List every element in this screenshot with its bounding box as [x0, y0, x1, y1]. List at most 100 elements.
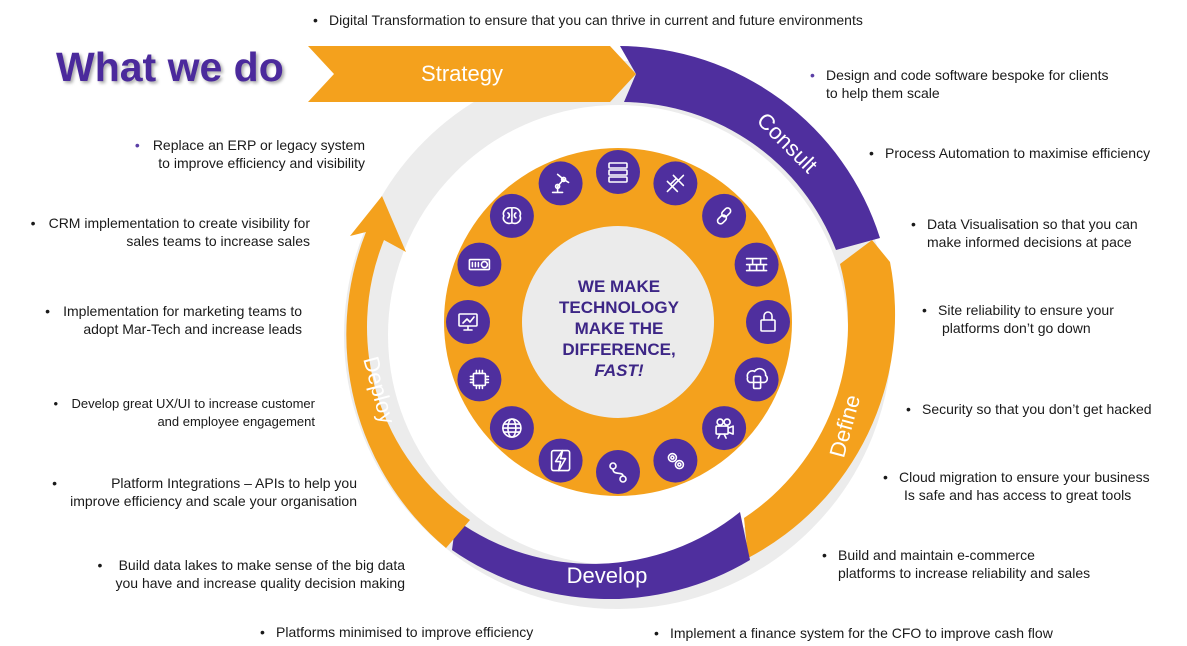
bullet-dot: •	[134, 137, 140, 153]
center-tagline: WE MAKE TECHNOLOGY MAKE THE DIFFERENCE, …	[537, 276, 701, 381]
bullet-dot: •	[883, 469, 888, 485]
bullet-line: adopt Mar-Tech and increase leads	[83, 321, 302, 337]
bullet-dot: •	[922, 302, 927, 318]
bullet-left-3: • Implementation for marketing teams to …	[45, 302, 302, 338]
bullet-left-2: • CRM implementation to create visibilit…	[31, 214, 310, 250]
gears-icon	[653, 438, 698, 483]
bullet-dot: •	[30, 215, 36, 231]
server-icon-background	[596, 150, 640, 194]
monitor-chart-icon-glyph	[462, 316, 475, 331]
brain-icon	[489, 193, 534, 238]
bullet-line: Implementation for marketing teams to	[63, 303, 302, 319]
tagline-line-2: TECHNOLOGY	[559, 298, 679, 317]
bullet-dot: •	[52, 475, 57, 491]
segment-define-arc	[744, 240, 896, 558]
segment-develop-label: Develop	[567, 563, 648, 588]
tagline-emphasis: FAST!	[594, 361, 644, 380]
segment-strategy-label: Strategy	[421, 61, 503, 86]
bullet-bottom-right: • Implement a finance system for the CFO…	[654, 624, 1053, 642]
bullet-left-4: • Develop great UX/UI to increase custom…	[54, 395, 316, 431]
chip-icon-background	[457, 357, 502, 402]
tagline-line-4: DIFFERENCE,	[562, 340, 676, 359]
bullet-dot: •	[260, 624, 265, 640]
bullet-dot: •	[906, 401, 911, 417]
lock-icon-background	[746, 300, 790, 344]
bullet-right-4: • Site reliability to ensure your platfo…	[922, 301, 1114, 337]
server-icon	[596, 150, 640, 194]
segment-strategy-arrow	[308, 46, 636, 102]
server-icon-glyph	[608, 162, 628, 169]
bullet-dot: •	[810, 67, 815, 83]
segment-develop-arc	[452, 512, 750, 600]
bullet-line: Develop great UX/UI to increase customer	[71, 396, 316, 411]
route-icon-background	[596, 450, 640, 494]
firewall-icon-glyph	[745, 257, 768, 272]
lock-icon-glyph	[763, 311, 773, 321]
lightning-icon-background	[538, 438, 583, 483]
brain-icon-glyph	[502, 206, 522, 225]
globe-icon	[489, 406, 534, 451]
bullet-text: Implement a finance system for the CFO t…	[670, 625, 1053, 641]
projector-icon-glyph	[471, 261, 480, 268]
bullet-line: platforms don’t go down	[942, 320, 1091, 336]
cloud-phone-icon-glyph	[746, 367, 769, 384]
dna-icon	[653, 161, 698, 206]
gears-icon-glyph	[677, 462, 682, 467]
bullet-line: Build data lakes to make sense of the bi…	[118, 557, 405, 573]
bullet-dot: •	[654, 625, 659, 641]
bullet-left-5: • Platform Integrations – APIs to help y…	[52, 474, 357, 510]
bullet-right-2: • Process Automation to maximise efficie…	[869, 144, 1150, 162]
bullet-left-1: • Replace an ERP or legacy system to imp…	[135, 136, 365, 172]
bullet-line: Build and maintain e-commerce	[838, 547, 1035, 563]
bullet-line: Data Visualisation so that you can	[927, 216, 1138, 232]
center-circle	[522, 226, 714, 418]
bullet-line: to help them scale	[826, 85, 940, 101]
bullet-line: sales teams to increase sales	[126, 233, 310, 249]
globe-icon-glyph	[502, 423, 522, 433]
monitor-chart-icon-background	[446, 300, 490, 344]
bullet-line: Site reliability to ensure your	[938, 302, 1114, 318]
camera-icon	[702, 406, 747, 451]
monitor-chart-icon	[446, 300, 490, 344]
bullet-right-1: • Design and code software bespoke for c…	[810, 66, 1109, 102]
page-title: What we do	[56, 44, 284, 90]
bullet-dot: •	[822, 547, 827, 563]
bullet-right-3: • Data Visualisation so that you can mak…	[911, 215, 1138, 251]
lightning-icon	[538, 438, 583, 483]
robot-arm-icon-glyph	[560, 176, 567, 183]
bullet-line: you have and increase quality decision m…	[115, 575, 405, 591]
lock-icon-glyph	[760, 319, 776, 332]
bullet-dot: •	[53, 396, 59, 411]
cloud-phone-icon-background	[734, 357, 779, 402]
segment-consult-arc	[620, 46, 880, 250]
route-icon-glyph	[612, 468, 624, 477]
server-icon-glyph	[608, 169, 628, 176]
bullet-line: Cloud migration to ensure your business	[899, 469, 1150, 485]
bullet-line: improve efficiency and scale your organi…	[70, 493, 357, 509]
cloud-phone-icon-glyph	[752, 375, 762, 390]
bullet-dot: •	[313, 12, 318, 28]
lock-icon	[746, 300, 790, 344]
bullet-left-6: • Build data lakes to make sense of the …	[97, 556, 405, 592]
bullet-line: Security so that you don’t get hacked	[922, 401, 1152, 417]
tagline-line-3: MAKE THE	[574, 319, 664, 338]
bullet-line: Platform Integrations – APIs to help you	[111, 475, 357, 491]
lightning-icon-glyph	[550, 449, 571, 472]
bullet-dot: •	[45, 303, 51, 319]
bullet-line: and employee engagement	[157, 414, 315, 429]
robot-arm-icon-glyph	[554, 183, 561, 190]
bullet-text: Platforms minimised to improve efficienc…	[276, 624, 534, 640]
projector-icon-glyph	[480, 260, 489, 269]
bullet-line: to improve efficiency and visibility	[158, 155, 365, 171]
bullet-dot: •	[869, 145, 874, 161]
bullet-dot: •	[911, 216, 916, 232]
camera-icon-background	[702, 406, 747, 451]
route-icon	[596, 450, 640, 494]
bullet-top: • Digital Transformation to ensure that …	[313, 11, 863, 29]
bullet-text: Digital Transformation to ensure that yo…	[329, 12, 863, 28]
bullet-bottom-left: • Platforms minimised to improve efficie…	[260, 623, 534, 641]
camera-icon-glyph	[716, 418, 724, 426]
camera-icon-glyph	[715, 425, 729, 435]
